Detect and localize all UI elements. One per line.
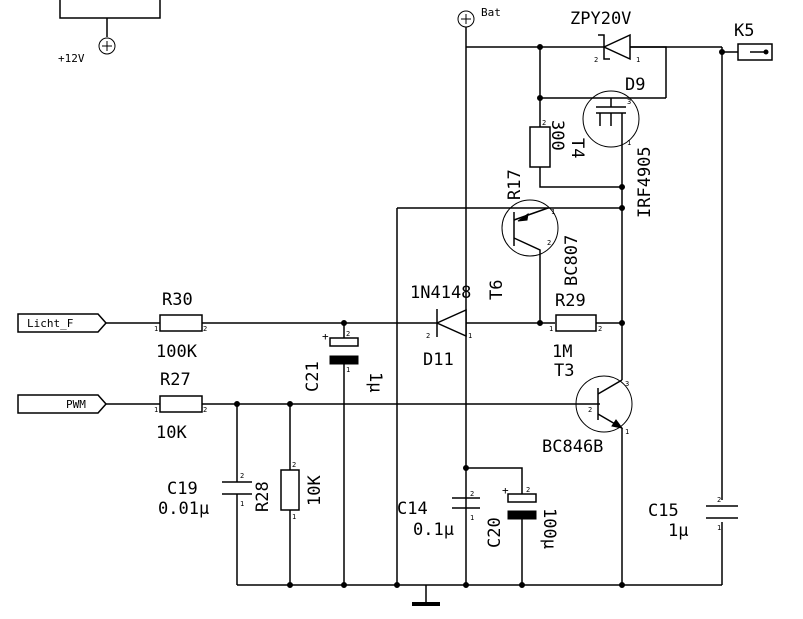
connector-label-k5: K5 <box>734 21 754 41</box>
resistor-ref-r30: R30 <box>162 290 193 310</box>
resistor-r28 <box>280 469 300 511</box>
svg-text:1: 1 <box>625 428 629 436</box>
resistor-r30 <box>159 314 203 332</box>
svg-text:1: 1 <box>292 513 296 521</box>
diode-value-d11: 1N4148 <box>410 283 471 303</box>
bat-terminal <box>457 10 475 28</box>
resistor-ref-r17: R17 <box>505 169 525 200</box>
port-label-licht: Licht_F <box>27 317 73 330</box>
svg-text:1: 1 <box>468 332 472 340</box>
port-label-pwm: PWM <box>66 398 86 411</box>
plus-12v-terminal <box>98 37 116 55</box>
capacitor-c19 <box>222 481 252 495</box>
svg-text:2: 2 <box>526 486 530 494</box>
svg-text:1: 1 <box>549 325 553 333</box>
svg-text:2: 2 <box>547 239 551 247</box>
capacitor-value-c15: 1µ <box>668 521 688 541</box>
capacitor-ref-c14: C14 <box>397 499 428 519</box>
resistor-value-r27: 10K <box>156 423 187 443</box>
diode-ref-d9: D9 <box>625 75 645 95</box>
svg-text:2: 2 <box>594 56 598 64</box>
capacitor-ref-c20: C20 <box>485 517 505 548</box>
capacitor-value-c20: 100µ <box>539 508 559 549</box>
transistor-value-t3: BC846B <box>542 437 603 457</box>
svg-text:1: 1 <box>240 500 244 508</box>
resistor-r27 <box>159 395 203 413</box>
svg-text:2: 2 <box>542 119 546 127</box>
capacitor-c20 <box>507 493 537 520</box>
svg-text:1: 1 <box>636 56 640 64</box>
transistor-ref-t4: T4 <box>567 138 587 158</box>
resistor-r17 <box>529 126 551 168</box>
svg-text:1: 1 <box>551 208 555 216</box>
capacitor-c14 <box>452 497 480 509</box>
connector-k5 <box>722 43 773 61</box>
top-left-box <box>59 0 161 19</box>
resistor-value-r29: 1M <box>552 342 572 362</box>
capacitor-c15 <box>706 505 738 519</box>
svg-text:2: 2 <box>346 330 350 338</box>
diode-d11 <box>435 308 467 338</box>
resistor-ref-r27: R27 <box>160 370 191 390</box>
svg-text:2: 2 <box>588 406 592 414</box>
svg-text:2: 2 <box>598 325 602 333</box>
net-label-12v: +12V <box>58 52 85 65</box>
svg-text:3: 3 <box>627 98 631 106</box>
svg-text:2: 2 <box>717 496 721 504</box>
ground-symbol <box>412 585 440 606</box>
svg-text:1: 1 <box>717 524 721 532</box>
svg-text:2: 2 <box>292 461 296 469</box>
port-licht <box>17 313 108 333</box>
svg-text:2: 2 <box>426 332 430 340</box>
port-pwm <box>17 394 108 414</box>
svg-text:2: 2 <box>203 325 207 333</box>
transistor-ref-t3: T3 <box>554 361 574 381</box>
svg-text:1: 1 <box>154 406 158 414</box>
svg-text:2: 2 <box>203 406 207 414</box>
zener-diode-d9 <box>598 33 667 98</box>
mosfet-t4 <box>582 90 640 148</box>
svg-text:+: + <box>502 484 509 497</box>
capacitor-value-c14: 0.1µ <box>413 520 454 540</box>
capacitor-value-c19: 0.01µ <box>158 499 209 519</box>
svg-text:1: 1 <box>346 366 350 374</box>
capacitor-ref-c15: C15 <box>648 501 679 521</box>
svg-text:2: 2 <box>470 490 474 498</box>
svg-text:2: 2 <box>240 472 244 480</box>
net-label-bat: Bat <box>481 6 501 19</box>
transistor-ref-t6: T6 <box>487 280 507 300</box>
resistor-value-r28: 10K <box>305 475 325 506</box>
resistor-r29 <box>555 314 597 332</box>
capacitor-ref-c21: C21 <box>303 361 323 392</box>
svg-text:1: 1 <box>470 514 474 522</box>
transistor-t6 <box>501 199 559 323</box>
svg-text:1: 1 <box>627 139 631 147</box>
capacitor-value-c21: 1µ <box>365 372 385 392</box>
diode-value-d9: ZPY20V <box>570 9 631 29</box>
resistor-value-r30: 100K <box>156 342 198 362</box>
svg-text:+: + <box>322 330 329 343</box>
svg-text:3: 3 <box>625 380 629 388</box>
transistor-value-t4: IRF4905 <box>635 146 655 218</box>
resistor-ref-r29: R29 <box>555 291 586 311</box>
transistor-value-t6: BC807 <box>562 235 582 286</box>
diode-ref-d11: D11 <box>423 350 454 370</box>
capacitor-ref-c19: C19 <box>167 479 198 499</box>
transistor-t3 <box>575 375 633 433</box>
capacitor-c21 <box>329 337 359 365</box>
svg-text:1: 1 <box>154 325 158 333</box>
resistor-value-r17: 300 <box>547 120 567 151</box>
resistor-ref-r28: R28 <box>253 481 273 512</box>
